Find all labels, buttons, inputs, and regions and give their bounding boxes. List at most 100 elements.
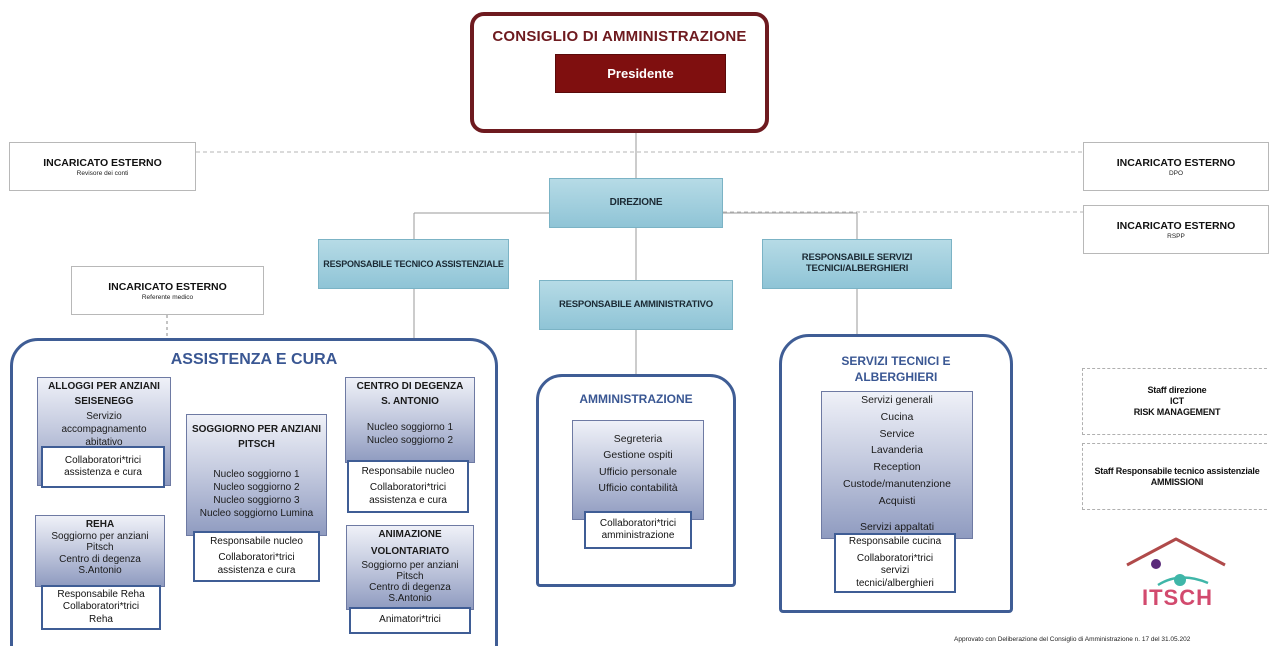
external-rspp-sub: RSPP bbox=[1167, 232, 1185, 240]
staff-responsabile-line: AMMISSIONI bbox=[1150, 476, 1204, 487]
pitsch-title-2: PITSCH bbox=[238, 438, 275, 450]
servizi-item: Service bbox=[879, 427, 915, 440]
amministrazione-item: Ufficio contabilità bbox=[598, 481, 678, 494]
resp-amministrativo-box[interactable]: RESPONSABILE AMMINISTRATIVO bbox=[539, 280, 733, 330]
pitsch-item: Nucleo soggiorno 2 bbox=[213, 482, 300, 493]
pitsch-item: Nucleo soggiorno 3 bbox=[213, 495, 300, 506]
servizi-item: Reception bbox=[873, 461, 921, 474]
pitsch-staff-box[interactable]: Responsabile nucleo Collaboratori*trici … bbox=[193, 531, 320, 582]
reha-item: Soggiorno per anziani bbox=[51, 530, 149, 542]
servizi-title-1: SERVIZI TECNICI E bbox=[841, 354, 951, 368]
staff-direzione-line: RISK MANAGEMENT bbox=[1133, 406, 1221, 417]
servizi-staff: Collaboratori*trici bbox=[856, 552, 934, 564]
antonio-item: Nucleo soggiorno 2 bbox=[366, 435, 454, 446]
reha-item: Pitsch bbox=[86, 542, 114, 553]
external-dpo-sub: DPO bbox=[1168, 169, 1184, 177]
servizi-item: Cucina bbox=[880, 410, 914, 423]
amministrazione-staff-box[interactable]: Collaboratori*trici amministrazione bbox=[584, 511, 692, 549]
reha-staff: Reha bbox=[89, 613, 113, 625]
reha-staff-box[interactable]: Responsabile Reha Collaboratori*trici Re… bbox=[41, 585, 161, 630]
external-revisore-box[interactable]: INCARICATO ESTERNO Revisore dei conti bbox=[9, 142, 196, 191]
antonio-staff: assistenza e cura bbox=[369, 494, 447, 506]
amministrazione-item: Gestione ospiti bbox=[603, 449, 673, 462]
staff-responsabile-box[interactable]: Staff Responsabile tecnico assistenziale… bbox=[1082, 443, 1269, 510]
antonio-box[interactable]: CENTRO DI DEGENZA S. ANTONIO Nucleo sogg… bbox=[345, 377, 475, 463]
resp-servizi-line-1: RESPONSABILE SERVIZI bbox=[801, 252, 913, 264]
external-medico-box[interactable]: INCARICATO ESTERNO Referente medico bbox=[71, 266, 264, 315]
president-box[interactable]: Presidente bbox=[555, 54, 726, 93]
amministrazione-box[interactable]: Segreteria Gestione ospiti Ufficio perso… bbox=[572, 420, 704, 520]
reha-item: S.Antonio bbox=[78, 565, 122, 576]
footer-note: Approvato con Deliberazione del Consigli… bbox=[954, 636, 1191, 643]
assistenza-title: ASSISTENZA E CURA bbox=[170, 351, 338, 368]
servizi-staff: tecnici/alberghieri bbox=[856, 577, 934, 589]
servizi-title-2: ALBERGHIERI bbox=[854, 370, 938, 384]
external-revisore-title: INCARICATO ESTERNO bbox=[43, 156, 162, 169]
servizi-item: Custode/manutenzione bbox=[843, 477, 951, 490]
animazione-box[interactable]: ANIMAZIONE VOLONTARIATO Soggiorno per an… bbox=[346, 525, 474, 610]
pitsch-item: Nucleo soggiorno 1 bbox=[213, 469, 300, 480]
antonio-staff: Responsabile nucleo bbox=[361, 465, 455, 477]
pitsch-title-1: SOGGIORNO PER ANZIANI bbox=[191, 424, 322, 435]
antonio-item: Nucleo soggiorno 1 bbox=[366, 422, 454, 433]
resp-servizi-line-2: TECNICI/ALBERGHIERI bbox=[805, 263, 909, 274]
pitsch-staff: Collaboratori*trici bbox=[218, 552, 295, 564]
animazione-staff-box[interactable]: Animatori*trici bbox=[349, 607, 471, 634]
reha-staff: Responsabile Reha bbox=[57, 588, 145, 600]
external-medico-title: INCARICATO ESTERNO bbox=[108, 280, 227, 293]
seisenegg-title-1: ALLOGGI PER ANZIANI bbox=[48, 381, 160, 392]
reha-item: Centro di degenza bbox=[59, 553, 141, 565]
logo: ITSCH bbox=[1118, 535, 1234, 613]
reha-staff: Collaboratori*trici bbox=[62, 601, 140, 613]
staff-direzione-line: ICT bbox=[1170, 396, 1184, 407]
antonio-title-1: CENTRO DI DEGENZA bbox=[356, 381, 464, 392]
servizi-item: Servizi generali bbox=[861, 394, 933, 406]
seisenegg-item: accompagnamento bbox=[61, 424, 147, 435]
servizi-box[interactable]: Servizi generali Cucina Service Lavander… bbox=[821, 391, 973, 539]
reha-title: REHA bbox=[85, 519, 115, 530]
amministrazione-item: Ufficio personale bbox=[598, 465, 678, 478]
direzione-box[interactable]: DIREZIONE bbox=[549, 178, 723, 228]
staff-direzione-line: Staff direzione bbox=[1147, 385, 1207, 396]
seisenegg-title-2: SEISENEGG bbox=[74, 395, 134, 407]
board-box: CONSIGLIO DI AMMINISTRAZIONE Presidente bbox=[470, 12, 769, 133]
external-rspp-box[interactable]: INCARICATO ESTERNO RSPP bbox=[1083, 205, 1269, 254]
house-logo-icon bbox=[1126, 537, 1226, 587]
external-revisore-sub: Revisore dei conti bbox=[76, 169, 129, 177]
pitsch-box[interactable]: SOGGIORNO PER ANZIANI PITSCH Nucleo sogg… bbox=[186, 414, 327, 536]
seisenegg-item: abitativo bbox=[85, 437, 123, 448]
animazione-title-1: ANIMAZIONE bbox=[378, 529, 442, 540]
servizi-staff: servizi bbox=[880, 565, 910, 576]
external-dpo-title: INCARICATO ESTERNO bbox=[1116, 156, 1236, 169]
resp-servizi-box[interactable]: RESPONSABILE SERVIZI TECNICI/ALBERGHIERI bbox=[762, 239, 952, 289]
pitsch-staff: Responsabile nucleo bbox=[210, 535, 303, 547]
servizi-item: Lavanderia bbox=[871, 444, 923, 457]
servizi-staff-box[interactable]: Responsabile cucina Collaboratori*trici … bbox=[834, 533, 956, 593]
animazione-item: Soggiorno per anziani bbox=[361, 560, 459, 571]
external-medico-sub: Referente medico bbox=[141, 293, 194, 301]
seisenegg-staff-box[interactable]: Collaboratori*trici assistenza e cura bbox=[41, 446, 165, 488]
servizi-item: Acquisti bbox=[878, 494, 916, 507]
external-rspp-title: INCARICATO ESTERNO bbox=[1116, 219, 1236, 232]
servizi-staff: Responsabile cucina bbox=[848, 536, 942, 547]
animazione-title-2: VOLONTARIATO bbox=[370, 545, 450, 557]
servizi-item: Servizi appaltati bbox=[859, 520, 935, 533]
seisenegg-staff: Collaboratori*trici bbox=[64, 454, 142, 466]
amministrazione-staff: Collaboratori*trici bbox=[599, 517, 677, 529]
resp-tecnico-box[interactable]: RESPONSABILE TECNICO ASSISTENZIALE bbox=[318, 239, 509, 289]
seisenegg-staff: assistenza e cura bbox=[64, 467, 142, 478]
staff-responsabile-line: Staff Responsabile tecnico assistenziale bbox=[1094, 465, 1260, 476]
amministrazione-title: AMMINISTRAZIONE bbox=[579, 392, 693, 406]
seisenegg-item: Servizio bbox=[86, 411, 122, 422]
pitsch-item: Nucleo soggiorno Lumina bbox=[199, 508, 314, 519]
animazione-item: Centro di degenza bbox=[369, 582, 451, 593]
amministrazione-item: Segreteria bbox=[613, 433, 663, 445]
reha-box[interactable]: REHA Soggiorno per anziani Pitsch Centro… bbox=[35, 515, 165, 587]
staff-direzione-box[interactable]: Staff direzione ICT RISK MANAGEMENT bbox=[1082, 368, 1269, 435]
external-dpo-box[interactable]: INCARICATO ESTERNO DPO bbox=[1083, 142, 1269, 191]
antonio-staff: Collaboratori*trici bbox=[369, 482, 447, 494]
pitsch-staff: assistenza e cura bbox=[217, 564, 296, 576]
board-title: CONSIGLIO DI AMMINISTRAZIONE bbox=[492, 28, 747, 45]
antonio-staff-box[interactable]: Responsabile nucleo Collaboratori*trici … bbox=[347, 460, 469, 513]
animazione-item: Pitsch bbox=[396, 571, 424, 582]
